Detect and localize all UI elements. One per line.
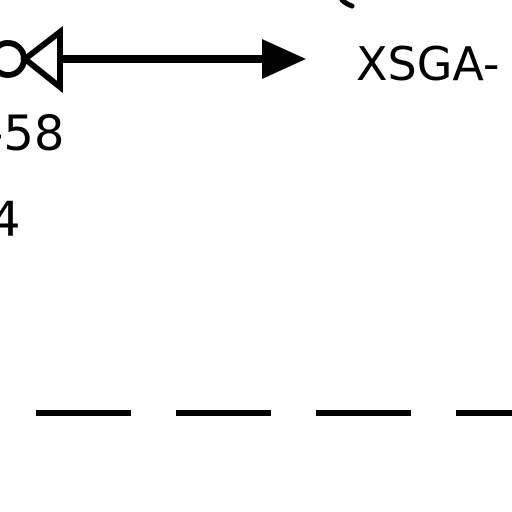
tag-suffix-label: 4 <box>0 192 21 248</box>
gate-valve-icon <box>0 25 63 94</box>
arrow-right-icon <box>262 39 306 79</box>
partial-line-mark <box>339 0 355 9</box>
flow-label: XSGA- <box>356 37 499 91</box>
tag-number-label: -58 <box>0 106 64 162</box>
